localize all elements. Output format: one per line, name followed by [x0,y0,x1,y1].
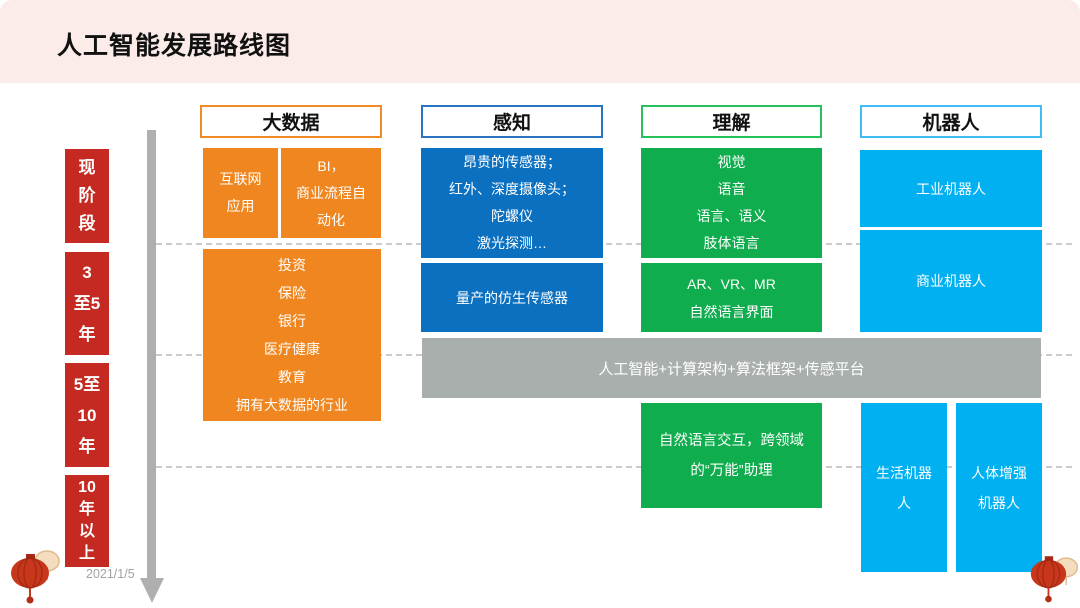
timeline-stage-10plus: 10 年 以 上 [65,475,109,567]
box-bigdata-industries: 投资 保险 银行 医疗健康 教育 拥有大数据的行业 [203,249,381,421]
box-industrial-robots: 工业机器人 [860,150,1042,227]
lantern-decoration-icon [11,550,60,604]
box-bionic-sensors: 量产的仿生传感器 [421,263,603,332]
lantern-decoration-icon [1030,556,1079,603]
box-vision-speech: 视觉 语音 语言、语义 肢体语言 [641,148,822,258]
title-band [0,0,1080,83]
timeline-stage-5to10: 5至 10 年 [65,363,109,467]
timeline-stage-now: 现 阶 段 [65,149,109,243]
platform-bar: 人工智能+计算架构+算法框架+传感平台 [422,338,1041,398]
timeline-arrow-shaft [147,130,156,580]
box-universal-assistant: 自然语言交互，跨领域 的“万能”助理 [641,403,822,508]
timeline-arrow-head-icon [140,578,164,603]
column-header-robots: 机器人 [860,105,1042,138]
box-expensive-sensors: 昂贵的传感器； 红外、深度摄像头； 陀螺仪 激光探测… [421,148,603,258]
box-ar-vr-mr: AR、VR、MR 自然语言界面 [641,263,822,332]
box-internet-apps: 互联网 应用 [203,148,278,238]
page-title: 人工智能发展路线图 [57,32,292,60]
column-header-perception: 感知 [421,105,603,138]
dashed-divider-3 [156,466,1072,468]
box-augmentation-robots: 人体增强 机器人 [956,403,1042,572]
box-commercial-robots: 商业机器人 [860,230,1042,332]
timeline-stage-3to5: 3 至5 年 [65,252,109,355]
date-label: 2021/1/5 [86,567,135,581]
column-header-understanding: 理解 [641,105,822,138]
box-bi-automation: BI， 商业流程自 动化 [281,148,381,238]
box-life-robots: 生活机器 人 [861,403,947,572]
dashed-divider-1 [156,243,1072,245]
column-header-bigdata: 大数据 [200,105,382,138]
